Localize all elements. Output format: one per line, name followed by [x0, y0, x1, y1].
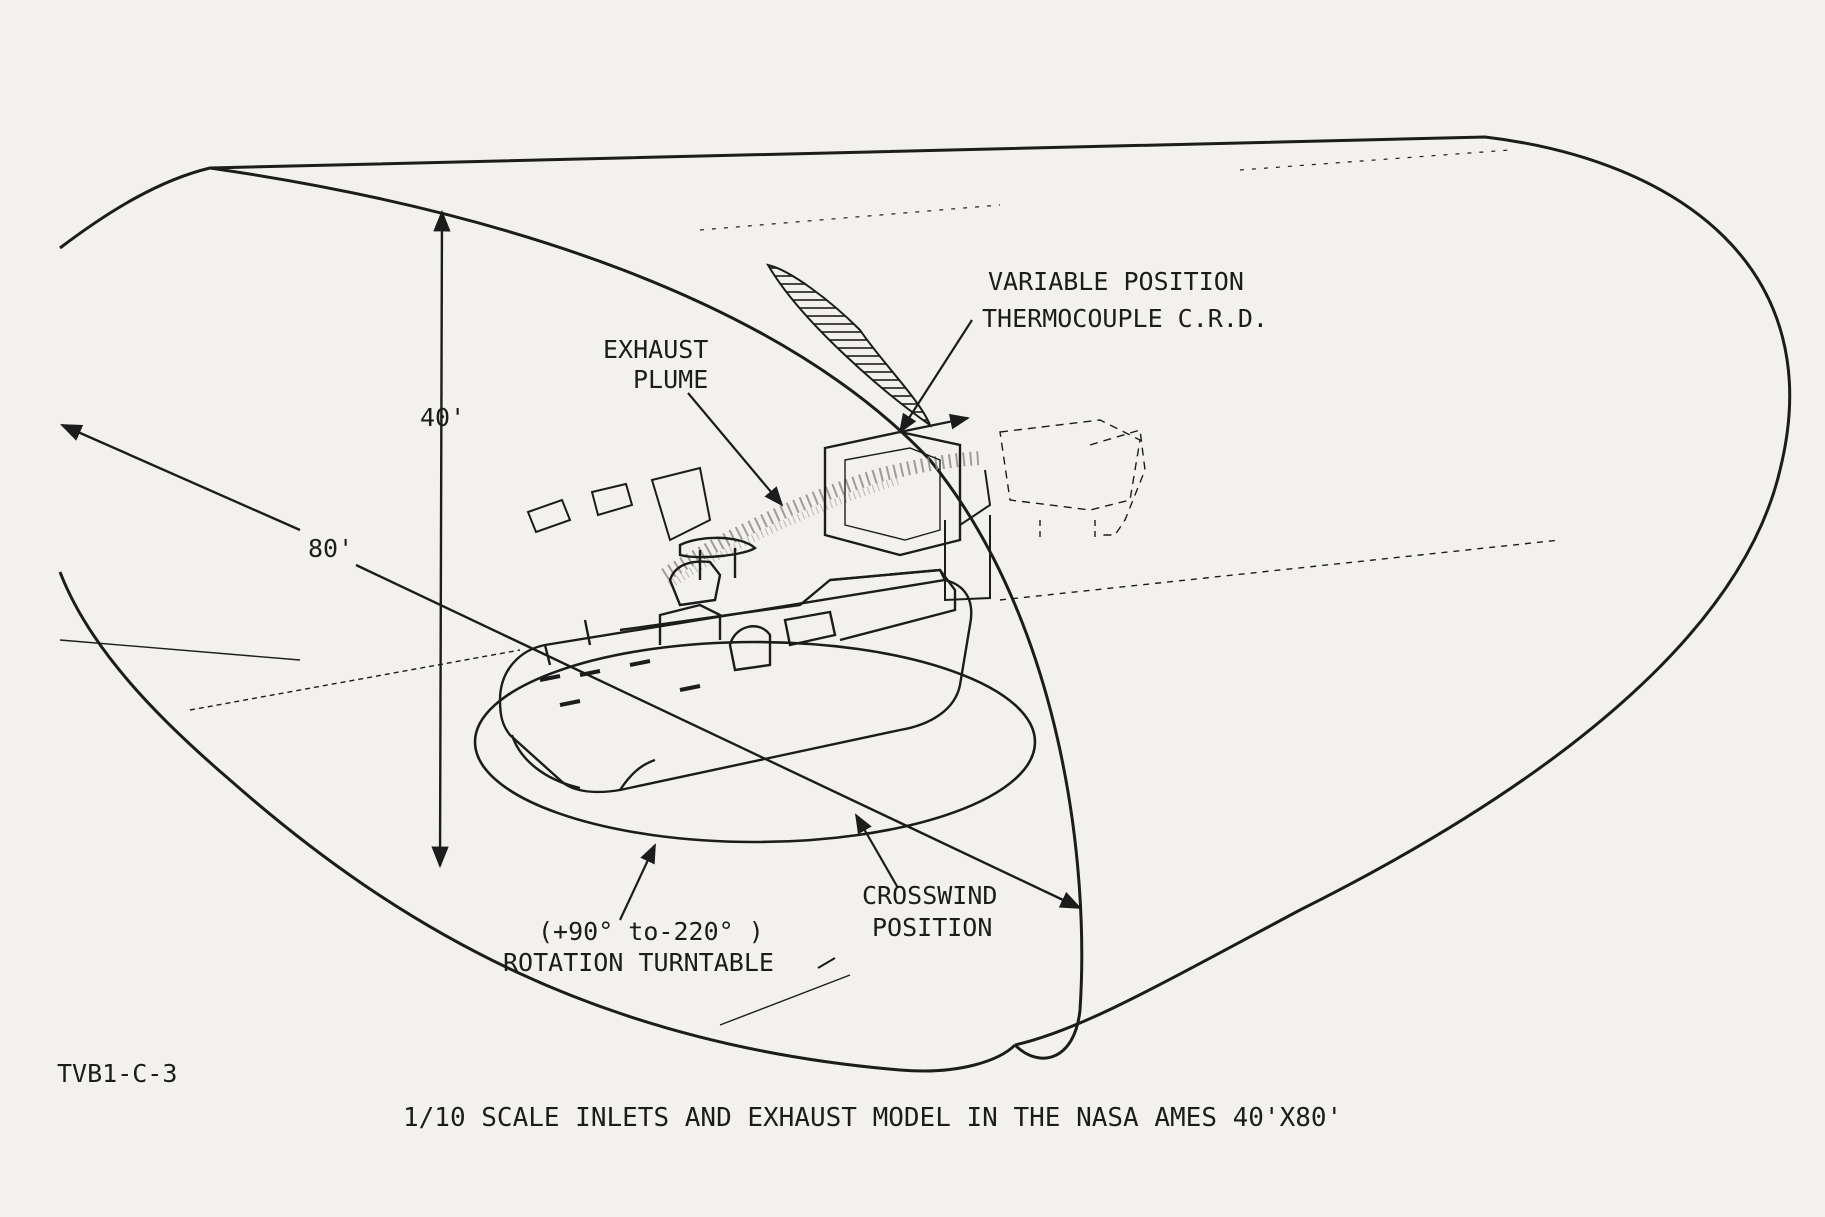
thermocouple-leader: [898, 319, 973, 434]
crosswind-label: CROSSWIND: [862, 881, 997, 910]
crosswind-leader: [855, 813, 899, 889]
crosswind-position-label: POSITION: [872, 913, 992, 942]
length-dimension-line-lower: [355, 563, 1082, 910]
height-dimension-line: [431, 209, 451, 869]
rotation-turntable-underline: [817, 957, 836, 969]
turntable-leader: [619, 843, 656, 921]
hovercraft-model: [498, 536, 973, 794]
leader-arrows: [619, 319, 973, 969]
rotation-turntable-label: ROTATION TURNTABLE: [503, 948, 774, 977]
thermocouple-crd-label: THERMOCOUPLE C.R.D.: [982, 304, 1268, 333]
thermocouple-rake-frame: [823, 419, 1146, 602]
exhaust-plume-leader: [687, 392, 784, 507]
rotation-range-label: (+90° to-220° ): [538, 917, 764, 946]
rotation-turntable: [473, 640, 1037, 844]
tunnel-shell: [58, 135, 1792, 1073]
dimension-lines: [60, 209, 1082, 910]
wall-inlet-boxes: [526, 466, 712, 542]
variable-position-label: VARIABLE POSITION: [988, 267, 1244, 296]
height-dimension-label: 40': [420, 403, 465, 432]
length-dimension-label: 80': [308, 534, 353, 563]
document-id: TVB1-C-3: [57, 1059, 177, 1088]
thermocouple-direction-arrow: [899, 413, 970, 434]
figure-caption: 1/10 SCALE INLETS AND EXHAUST MODEL IN T…: [403, 1103, 1342, 1133]
length-dimension-line-upper: [60, 423, 301, 532]
exhaust-label: EXHAUST: [603, 335, 708, 364]
plume-label: PLUME: [633, 365, 708, 394]
hatched-wall-strip: [765, 263, 933, 428]
